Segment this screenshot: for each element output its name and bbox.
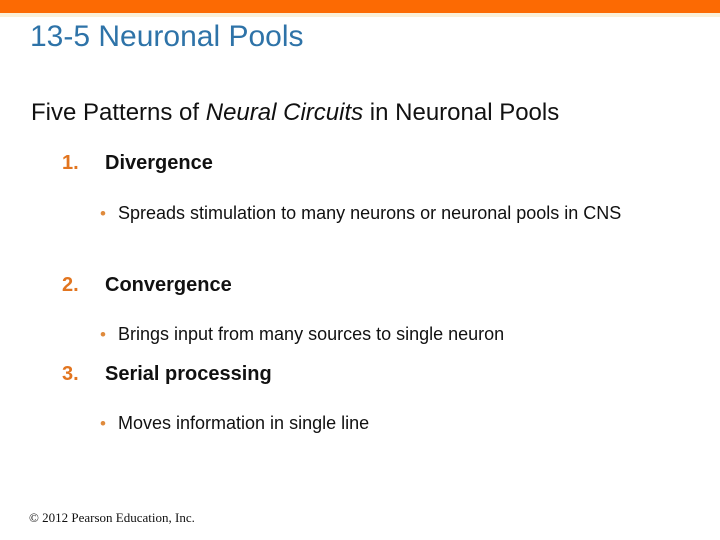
bullet-dot-icon: • [100,414,106,433]
list-item-divergence: 1. Divergence [0,152,213,175]
bullet-item: • Moves information in single line [0,409,670,438]
bullet-text: Brings input from many sources to single… [118,324,505,344]
bullet-dot-icon: • [100,325,106,344]
list-item-number: 1. [62,152,79,174]
subtitle-italic-phrase: Neural Circuits [205,99,364,126]
subtitle-prefix: Five Patterns of [31,99,206,126]
bullet-text: Spreads stimulation to many neurons or n… [118,203,622,223]
subtitle-suffix: in Neuronal Pools [363,99,560,126]
slide-title: 13-5 Neuronal Pools [30,20,304,53]
list-item-serial-processing: 3. Serial processing [0,363,272,386]
bullet-dot-icon: • [100,204,106,223]
copyright-footer: © 2012 Pearson Education, Inc. [29,510,195,525]
bullet-item: • Spreads stimulation to many neurons or… [0,199,670,228]
list-item-convergence: 2. Convergence [0,274,232,297]
slide-accent-bar-underline [0,13,720,17]
slide-subtitle: Five Patterns of Neural Circuits in Neur… [31,98,559,128]
slide-accent-bar [0,0,720,13]
list-item-number: 3. [62,363,79,385]
list-item-heading: Serial processing [105,363,272,385]
bullet-text: Moves information in single line [118,413,370,433]
list-item-heading: Convergence [105,274,232,296]
list-item-number: 2. [62,274,79,296]
bullet-item: • Brings input from many sources to sing… [0,320,670,349]
list-item-heading: Divergence [105,152,213,174]
